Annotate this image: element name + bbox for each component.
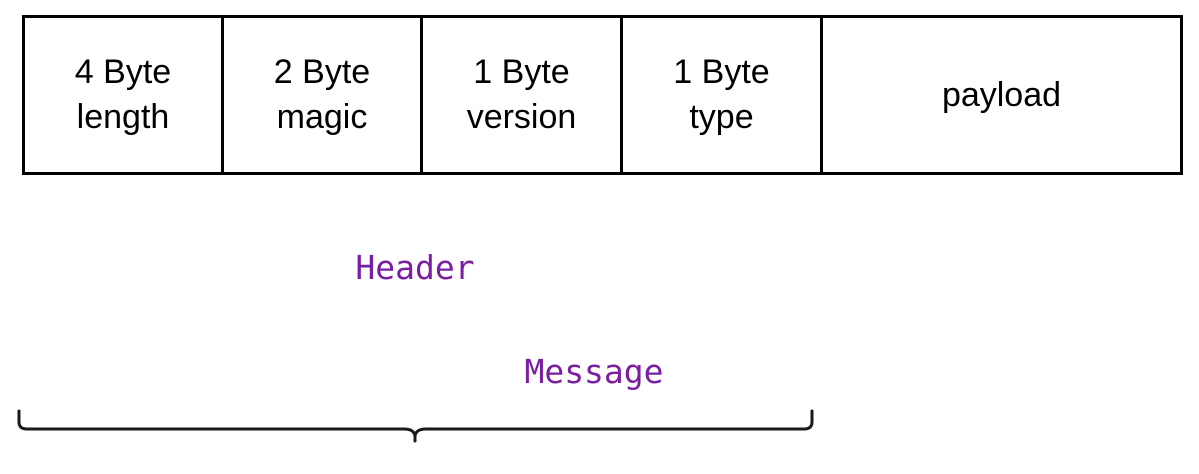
group-label-header: Header — [355, 248, 475, 287]
message-brace — [0, 300, 1199, 348]
field-name-payload: payload — [941, 75, 1062, 114]
field-size-version: 1 Byte — [473, 53, 570, 91]
field-name-type: type — [689, 98, 754, 136]
field-cell-type: 1 Byte type — [623, 18, 823, 172]
field-size-type: 1 Byte — [673, 53, 770, 91]
field-name-magic: magic — [276, 98, 368, 136]
field-cell-version: 1 Byte version — [423, 18, 623, 172]
field-cell-length: 4 Byte length — [25, 18, 224, 172]
group-label-message: Message — [524, 352, 664, 391]
field-size-magic: 2 Byte — [273, 53, 371, 91]
field-cell-magic: 2 Byte magic — [224, 18, 423, 172]
field-cell-payload: payload — [823, 18, 1180, 172]
field-row: 4 Byte length 2 Byte magic 1 Byte versio… — [22, 15, 1183, 175]
field-name-version: version — [466, 98, 577, 136]
field-size-length: 4 Byte — [74, 53, 172, 91]
header-brace — [17, 409, 814, 443]
field-name-length: length — [76, 98, 170, 136]
